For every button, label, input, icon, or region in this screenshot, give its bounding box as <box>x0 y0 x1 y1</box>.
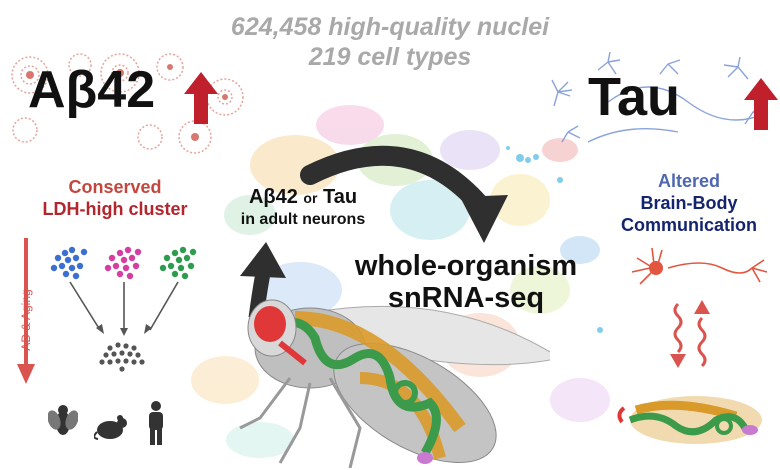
blue-cluster <box>50 246 88 280</box>
nuclei-count: 624,458 high-quality nuclei <box>230 13 550 41</box>
brain-body-label: Brain-Body <box>640 193 738 213</box>
adult-neurons-label: in adult neurons <box>240 211 366 228</box>
tau-up-arrow-icon <box>744 78 778 130</box>
bidirectional-signal-arrows <box>670 300 710 368</box>
abeta42-label: Aβ42 <box>28 61 156 119</box>
or-label: or <box>303 190 318 206</box>
tau-expr: Tau <box>322 186 358 208</box>
fly-icon <box>48 405 78 435</box>
merged-cluster <box>99 342 145 372</box>
conserved-cluster-heading: Conserved LDH-high cluster <box>0 176 230 220</box>
abeta42-expr: Aβ42 <box>248 186 298 208</box>
conserved-label: Conserved <box>68 177 162 197</box>
magenta-cluster <box>104 246 142 280</box>
abeta-up-arrow-icon <box>184 72 218 124</box>
method-line1: whole-organism <box>354 250 578 282</box>
human-icon <box>149 401 163 445</box>
tau-title: Tau <box>588 66 680 128</box>
method-line2: snRNA-seq <box>387 282 545 314</box>
neuron-icon <box>631 247 768 285</box>
ldh-high-cluster-label: LDH-high cluster <box>42 199 188 219</box>
mouse-icon <box>94 415 127 440</box>
cell-type-count: 219 cell types <box>308 43 472 71</box>
dataset-stats: 624,458 high-quality nuclei 219 cell typ… <box>0 12 780 72</box>
altered-label: Altered <box>657 171 720 191</box>
ad-aging-arrow <box>17 238 35 384</box>
communication-heading: Altered Brain-Body Communication <box>598 170 780 236</box>
method-label: whole-organism snRNA-seq <box>316 250 616 314</box>
fly-illustration <box>239 242 550 468</box>
tau-label: Tau <box>588 67 680 127</box>
green-cluster <box>159 246 197 280</box>
ad-aging-label: AD & Aging <box>19 289 33 351</box>
cluster-convergence-diagram <box>50 246 197 372</box>
communication-label: Communication <box>620 215 757 235</box>
abeta42-title: Aβ42 <box>28 60 155 120</box>
body-organs-icon <box>617 396 762 444</box>
expression-label: Aβ42 or Tau in adult neurons <box>208 185 398 230</box>
curved-flow-arrow <box>300 145 508 243</box>
